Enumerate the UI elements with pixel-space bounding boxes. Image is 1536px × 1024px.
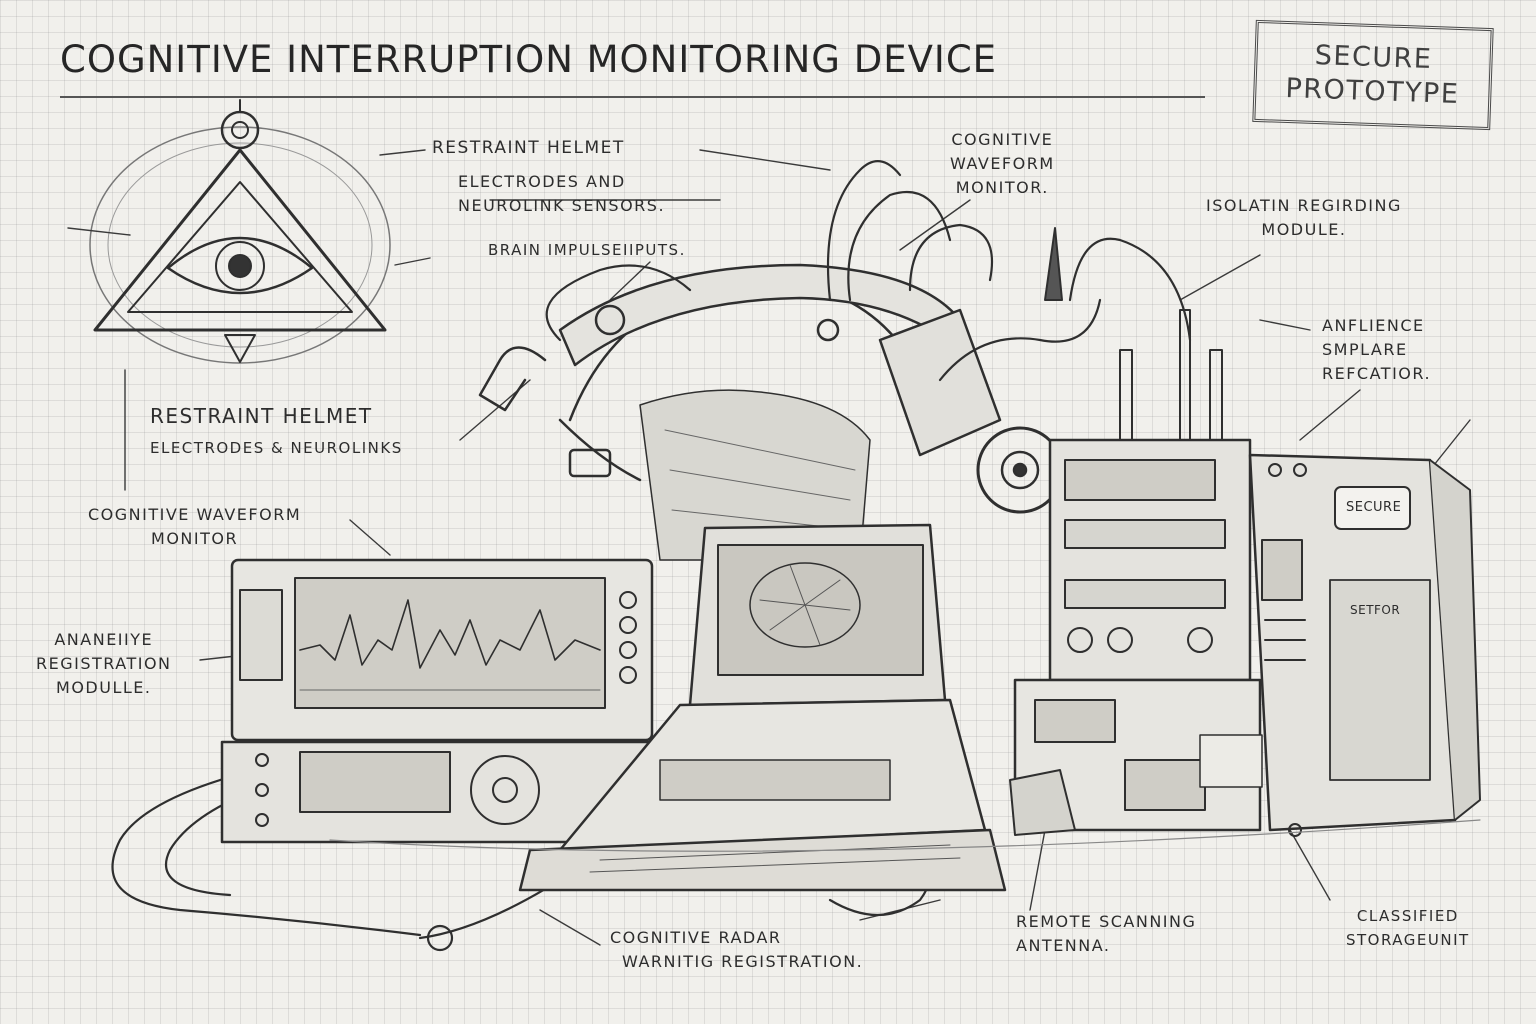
floor-shadow: [329, 819, 1481, 852]
label-classified-storage: CLASSIFIED STORAGEUNIT: [1346, 907, 1470, 949]
waveform-monitor-console-icon: [220, 558, 654, 844]
label-anfluence-refcatior: ANFLIENCE SMPLARE REFCATIOR.: [1322, 316, 1432, 383]
label-isolation-module: ISOLATIN REGIRDING MODULE.: [1206, 196, 1402, 239]
cable-bundle-icon: [111, 160, 1192, 952]
device-secure-plate: SECURE: [1346, 500, 1402, 515]
label-restraint-helmet-top: RESTRAINT HELMET: [432, 138, 625, 158]
stamp-line-1: SECURE: [1314, 39, 1433, 76]
title-underline: [60, 96, 1205, 98]
label-restraint-helmet-left: RESTRAINT HELMET: [150, 404, 373, 428]
page-title: COGNITIVE INTERRUPTION MONITORING DEVICE: [60, 38, 998, 81]
device-sensor-plate: SETFOR: [1350, 603, 1401, 617]
eye-emblem-icon: [89, 99, 391, 364]
label-cognitive-radar: COGNITIVE RADAR WARNITIG REGISTRATION.: [610, 928, 864, 971]
label-electrodes-neurolinks: ELECTRODES & NEUROLINKS: [150, 439, 403, 457]
label-cognitive-waveform-top: COGNITIVE WAVEFORM MONITOR.: [950, 130, 1055, 197]
central-terminal-icon: [518, 523, 1007, 892]
restraint-helmet-icon: [478, 263, 1064, 561]
secure-prototype-stamp: SECURE PROTOTYPE: [1252, 19, 1494, 131]
label-electrodes-sensors: ELECTRODES AND NEUROLINK SENSORS.: [458, 172, 666, 215]
isolation-module-rack-icon: [1009, 227, 1263, 836]
label-remote-scanning-antenna: REMOTE SCANNING ANTENNA.: [1016, 912, 1197, 955]
classified-storage-unit-icon: [1248, 453, 1481, 837]
label-cognitive-waveform-left: COGNITIVE WAVEFORM MONITOR: [88, 505, 302, 548]
stamp-line-2: PROTOTYPE: [1284, 72, 1460, 111]
label-brain-impulse: BRAIN IMPULSEIIPUTS.: [488, 241, 686, 259]
leader-lines: [67, 149, 1471, 946]
label-registration-module: ANANEIIYE REGISTRATION MODULLE.: [36, 630, 172, 697]
